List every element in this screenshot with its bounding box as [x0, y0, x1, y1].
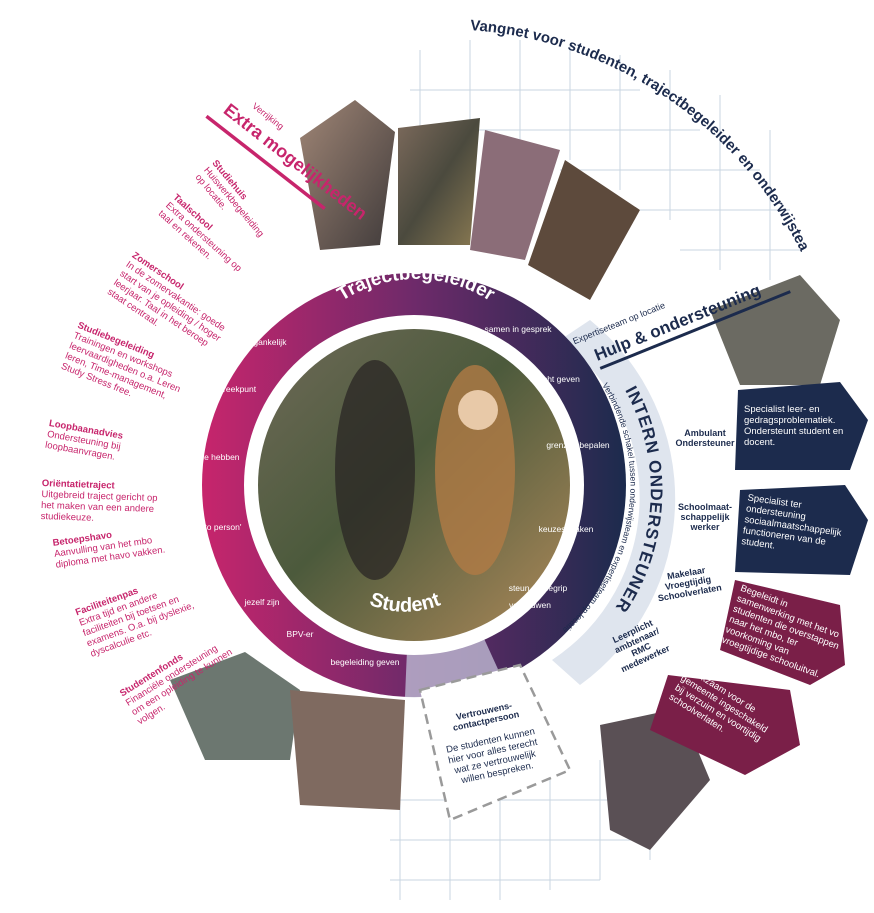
photo-wedge-7 — [290, 690, 405, 810]
grid-zone-top — [410, 40, 800, 280]
vertrouwen-box — [418, 663, 572, 822]
ring-item: BPV-er — [287, 629, 314, 639]
ring-item: jezelf zijn — [244, 597, 280, 607]
ring-item: grenzen bepalen — [546, 440, 610, 450]
photo-strip-top — [300, 100, 840, 385]
photo-wedge-4 — [528, 160, 640, 300]
role-name-2: Schoolmaat-schappelijk werker — [677, 502, 732, 532]
intern-arc-band — [552, 320, 676, 685]
ring-item: begeleiding geven — [330, 657, 399, 667]
ring-item: samen in gesprek — [484, 324, 552, 334]
role-name-1: Ambulant Ondersteuner — [675, 428, 735, 448]
role-box-4 — [650, 675, 800, 775]
photo-wedge-6 — [170, 652, 300, 760]
ring-item: inzicht geven — [530, 374, 580, 384]
photo-wedge-3 — [470, 130, 560, 260]
ring-item: aanspreekpunt — [200, 384, 257, 394]
photo-wedge-2 — [398, 118, 480, 245]
ring-labels-right: samen in gesprek inzicht geven grenzen b… — [484, 324, 609, 610]
ring-item: toegankelijk — [242, 337, 288, 347]
role-box-1 — [735, 382, 868, 470]
ring-item: 'go-to person' — [191, 522, 242, 532]
role-box-2 — [735, 485, 868, 575]
ring-item: vertrouwen — [509, 600, 551, 610]
role-text-1: Specialist leer- en gedragsproblematiek.… — [744, 404, 844, 448]
ring-item: steun en begrip — [509, 583, 568, 593]
ring-item: keuzes maken — [539, 524, 594, 534]
photo-wedge-1 — [300, 100, 395, 250]
role-box-3 — [720, 580, 845, 685]
photo-wedge-5 — [710, 275, 840, 385]
ring-labels-left: toegankelijk aanspreekpunt energie hebbe… — [180, 337, 399, 667]
ring-item: energie hebben — [180, 452, 239, 462]
